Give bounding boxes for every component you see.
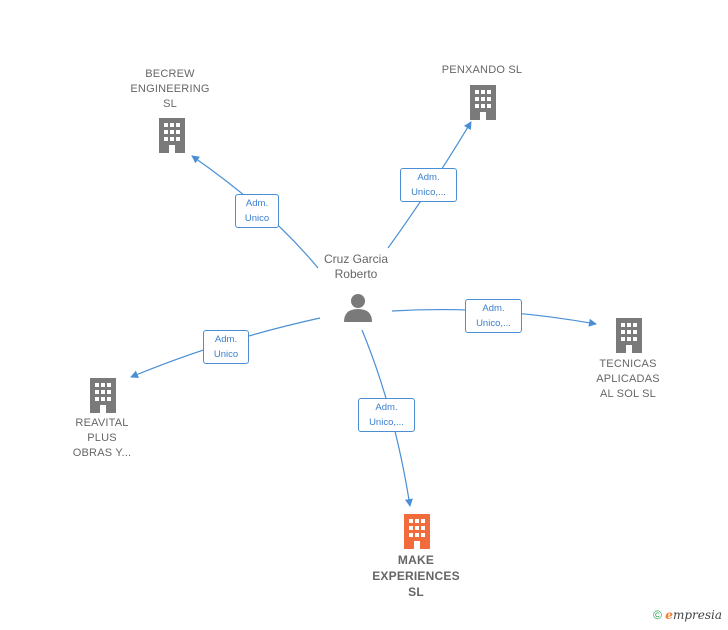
edge-label-becrew[interactable]: Adm. Unico — [235, 194, 279, 228]
edge-label-line: Unico,... — [476, 318, 511, 329]
company-label-make[interactable]: MAKE EXPERIENCES SL — [358, 552, 474, 600]
building-icon-penxando[interactable] — [467, 84, 499, 120]
company-label-line: BECREW — [145, 68, 195, 80]
building-icon-reavital[interactable] — [87, 377, 119, 413]
company-label-line: AL SOL SL — [599, 388, 657, 400]
company-label-tecnicas[interactable]: TECNICAS APLICADAS AL SOL SL — [578, 357, 678, 402]
brand-logo: empresia — [665, 608, 722, 622]
edge-label-line: Unico,... — [369, 417, 404, 428]
person-name-line2: Roberto — [334, 267, 378, 281]
company-label-line: EXPERIENCES — [372, 569, 460, 583]
edge-label-line: Adm. — [482, 303, 505, 314]
edge-label-line: Unico,... — [411, 187, 446, 198]
edge-label-line: Adm. — [417, 172, 440, 183]
copyright-icon: © — [653, 608, 662, 622]
building-icon-tecnicas[interactable] — [613, 317, 645, 353]
edge-label-penxando[interactable]: Adm. Unico,... — [400, 168, 457, 202]
company-label-penxando[interactable]: PENXANDO SL — [424, 63, 540, 78]
building-icon-becrew[interactable] — [156, 117, 188, 153]
edge-label-reavital[interactable]: Adm. Unico — [203, 330, 249, 364]
edge-label-tecnicas[interactable]: Adm. Unico,... — [465, 299, 522, 333]
edge-label-line: Adm. — [214, 334, 238, 345]
edge-label-line: Adm. — [245, 198, 269, 209]
person-icon[interactable] — [343, 292, 373, 322]
empresia-brand[interactable]: © empresia — [653, 608, 722, 622]
company-label-line: MAKE — [397, 553, 435, 567]
person-name[interactable]: Cruz Garcia Roberto — [306, 252, 406, 282]
edge-label-line: Unico — [213, 349, 239, 360]
company-label-reavital[interactable]: REAVITAL PLUS OBRAS Y... — [52, 416, 152, 461]
edge-label-line: Unico — [244, 213, 270, 224]
person-name-line1: Cruz Garcia — [323, 252, 388, 266]
edge-label-line: Adm. — [375, 402, 398, 413]
company-label-line: PENXANDO SL — [441, 64, 523, 76]
company-label-line: SL — [163, 98, 177, 110]
edge-label-make[interactable]: Adm. Unico,... — [358, 398, 415, 432]
company-label-line: REAVITAL — [75, 417, 129, 429]
company-label-line: APLICADAS — [596, 373, 660, 385]
building-icon-make[interactable] — [401, 513, 433, 549]
company-label-line: OBRAS Y... — [72, 447, 132, 459]
company-label-line: TECNICAS — [599, 358, 657, 370]
company-label-line: PLUS — [87, 432, 117, 444]
company-label-line: SL — [408, 585, 424, 599]
company-label-becrew[interactable]: BECREW ENGINEERING SL — [120, 67, 220, 112]
company-label-line: ENGINEERING — [130, 83, 210, 95]
